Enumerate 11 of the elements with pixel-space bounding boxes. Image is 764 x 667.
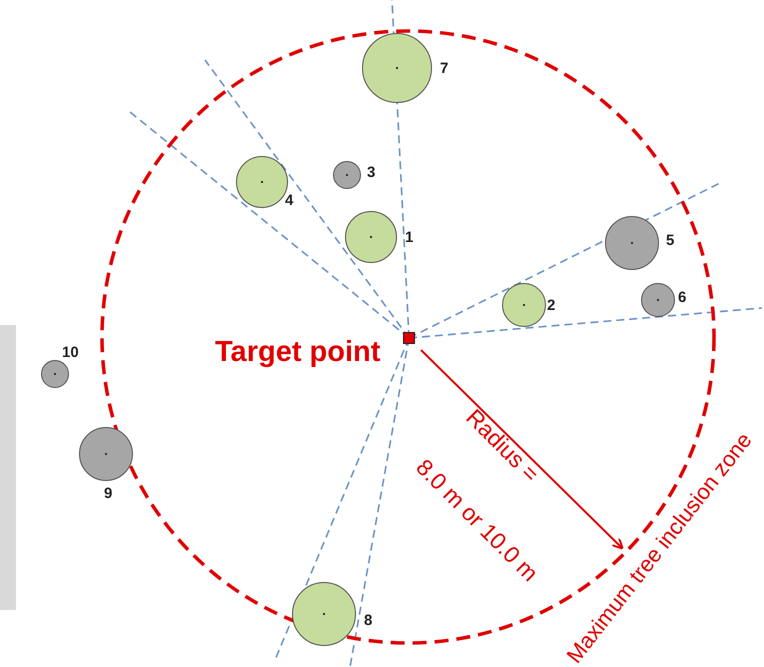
tree-number: 5 xyxy=(666,233,674,248)
tree-number: 3 xyxy=(367,165,376,180)
tree-number: 4 xyxy=(285,193,294,208)
tree-number: 8 xyxy=(364,613,372,628)
tree-number: 9 xyxy=(104,486,112,501)
tree-number: 1 xyxy=(405,230,414,245)
target-point-label: Target point xyxy=(215,336,380,369)
tree-number: 6 xyxy=(678,290,686,305)
tree-number: 10 xyxy=(62,345,79,360)
tree-number: 2 xyxy=(547,298,556,313)
tree-number: 7 xyxy=(440,61,448,76)
